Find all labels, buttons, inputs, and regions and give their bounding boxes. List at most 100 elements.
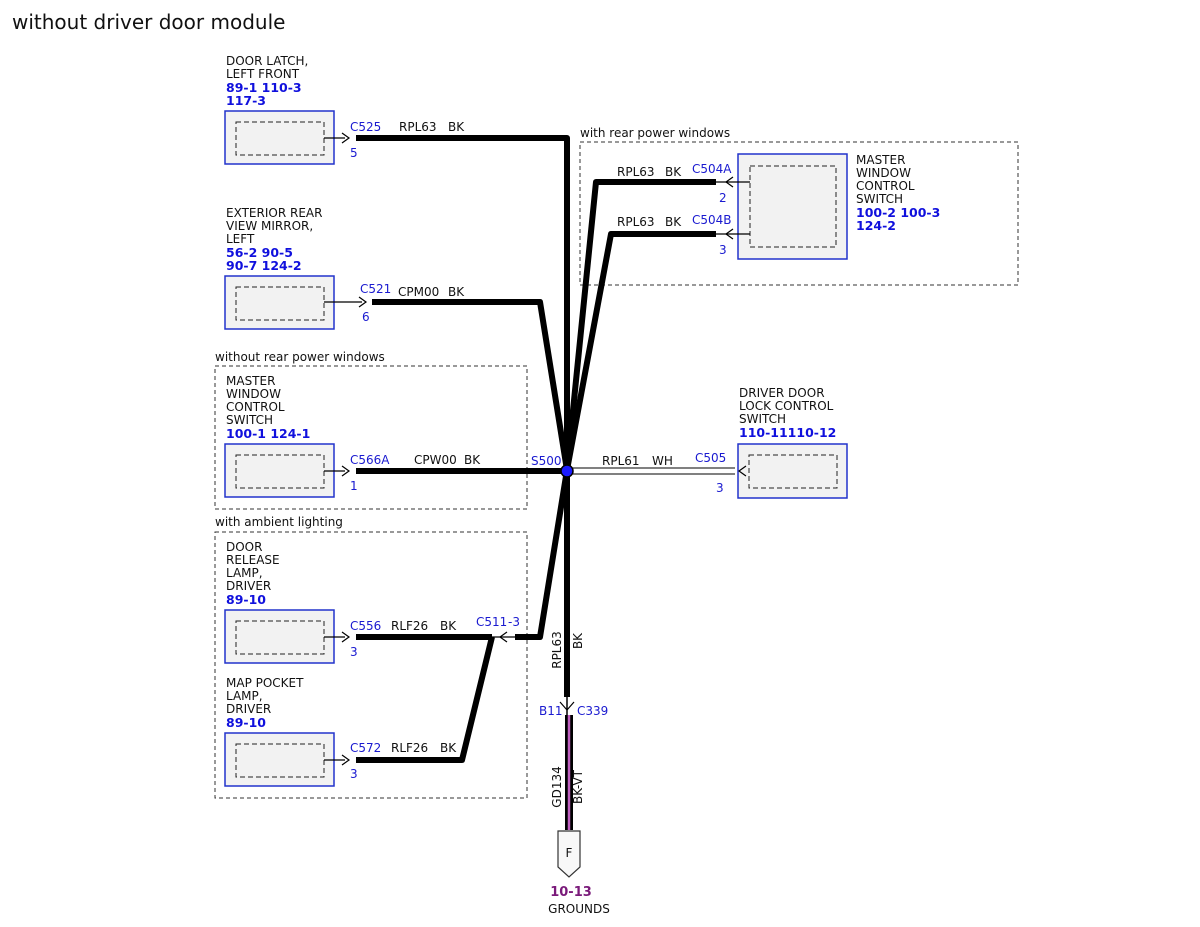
wires bbox=[356, 135, 735, 830]
wire-ground-color: BK-VT bbox=[571, 769, 585, 804]
mwcs-rear-inner bbox=[749, 165, 837, 248]
door-lock-inner bbox=[748, 454, 838, 489]
wire-c504b bbox=[564, 231, 716, 471]
c525-pin: 5 bbox=[350, 146, 358, 160]
wire-c505-circuit: RPL61 bbox=[602, 454, 640, 468]
c556-pin-mark bbox=[341, 631, 351, 643]
c505-label: C505 bbox=[695, 451, 726, 465]
door-lock-line-3: SWITCH bbox=[739, 412, 786, 426]
wire-c521-circuit: CPM00 bbox=[398, 285, 439, 299]
mirror-line-3: LEFT bbox=[226, 232, 255, 246]
c511-connector: C511 -3 bbox=[476, 615, 520, 643]
c572-pin-mark bbox=[341, 754, 351, 766]
splice-s500 bbox=[560, 464, 574, 478]
c504a-pin-mark bbox=[724, 176, 734, 188]
wire-c505-color: WH bbox=[652, 454, 673, 468]
group-box-no-rear-power bbox=[214, 365, 528, 510]
mirror-ref-2: 90-7 124-2 bbox=[226, 258, 302, 273]
component-map-pocket-lamp: MAP POCKET LAMP, DRIVER 89-10 C572 3 RLF… bbox=[224, 676, 457, 787]
c521-pin: 6 bbox=[362, 310, 370, 324]
c521-label: C521 bbox=[360, 282, 391, 296]
c511-pin: -3 bbox=[508, 615, 520, 629]
component-mwcs-rear: MASTER WINDOW CONTROL SWITCH 100-2 100-3… bbox=[617, 153, 940, 260]
c521-pin-mark bbox=[358, 296, 368, 308]
ground-symbol bbox=[557, 830, 581, 878]
mwcs-rear-ref-1: 100-2 100-3 bbox=[856, 205, 940, 220]
mwcs-rear-box bbox=[737, 153, 848, 260]
wire-c504a-circuit: RPL63 bbox=[617, 165, 655, 179]
mirror-inner bbox=[235, 286, 325, 321]
mwcs-no-rear-ref-1: 100-1 124-1 bbox=[226, 426, 310, 441]
door-lock-box bbox=[737, 443, 848, 499]
mwcs-no-rear-box bbox=[224, 443, 335, 498]
c339-pin: B11 bbox=[539, 704, 563, 718]
door-release-line-1: DOOR bbox=[226, 540, 262, 554]
wire-c504b-circuit: RPL63 bbox=[617, 215, 655, 229]
component-door-latch: DOOR LATCH, LEFT FRONT 89-1 110-3 117-3 … bbox=[224, 54, 465, 165]
door-latch-line-1: DOOR LATCH, bbox=[226, 54, 308, 68]
wire-c525-color: BK bbox=[448, 120, 465, 134]
ground-ref: 10-13 bbox=[550, 885, 592, 900]
mirror-line-1: EXTERIOR REAR bbox=[226, 206, 322, 220]
c504a-label: C504A bbox=[692, 162, 732, 176]
door-latch-ref-2: 117-3 bbox=[226, 93, 266, 108]
group-box-rear-power bbox=[579, 141, 1019, 286]
ground-letter: F bbox=[566, 846, 573, 860]
c504b-pin-mark bbox=[724, 228, 734, 240]
door-lock-line-2: LOCK CONTROL bbox=[739, 399, 834, 413]
component-door-lock-switch: DRIVER DOOR LOCK CONTROL SWITCH 110-1111… bbox=[602, 386, 848, 499]
mwcs-rear-line-2: WINDOW bbox=[856, 166, 911, 180]
wire-c556-circuit: RLF26 bbox=[391, 619, 428, 633]
component-door-release-lamp: DOOR RELEASE LAMP, DRIVER 89-10 C556 3 R… bbox=[224, 540, 457, 664]
c566a-label: C566A bbox=[350, 453, 390, 467]
mirror-line-2: VIEW MIRROR, bbox=[226, 219, 313, 233]
ground-label: GROUNDS bbox=[548, 902, 610, 916]
c511-label: C511 bbox=[476, 615, 507, 629]
map-pocket-ref-1: 89-10 bbox=[226, 715, 266, 730]
door-lock-line-1: DRIVER DOOR bbox=[739, 386, 825, 400]
wire-c521 bbox=[372, 299, 570, 471]
wire-c521-color: BK bbox=[448, 285, 465, 299]
c505-pin-mark bbox=[737, 465, 747, 477]
mwcs-rear-line-4: SWITCH bbox=[856, 192, 903, 206]
wire-c572-circuit: RLF26 bbox=[391, 741, 428, 755]
c566a-pin-mark bbox=[341, 465, 351, 477]
component-mirror: EXTERIOR REAR VIEW MIRROR, LEFT 56-2 90-… bbox=[224, 206, 465, 330]
group-label-ambient: with ambient lighting bbox=[215, 515, 343, 529]
mwcs-no-rear-line-2: WINDOW bbox=[226, 387, 281, 401]
c504b-label: C504B bbox=[692, 213, 732, 227]
c505-pin: 3 bbox=[716, 481, 724, 495]
wire-c504a-color: BK bbox=[665, 165, 682, 179]
c572-label: C572 bbox=[350, 741, 381, 755]
wire-c566a-color: BK bbox=[464, 453, 481, 467]
mwcs-rear-line-3: CONTROL bbox=[856, 179, 915, 193]
map-pocket-line-1: MAP POCKET bbox=[226, 676, 304, 690]
c566a-pin: 1 bbox=[350, 479, 358, 493]
c556-label: C556 bbox=[350, 619, 381, 633]
map-pocket-line-3: DRIVER bbox=[226, 702, 271, 716]
mwcs-rear-ref-2: 124-2 bbox=[856, 218, 896, 233]
door-release-ref-1: 89-10 bbox=[226, 592, 266, 607]
door-release-box bbox=[224, 609, 335, 664]
door-latch-line-2: LEFT FRONT bbox=[226, 67, 300, 81]
group-label-no-rear-power: without rear power windows bbox=[215, 350, 385, 364]
component-mwcs-no-rear: MASTER WINDOW CONTROL SWITCH 100-1 124-1… bbox=[224, 374, 481, 498]
door-release-line-3: LAMP, bbox=[226, 566, 263, 580]
splice-s500-label: S500 bbox=[531, 454, 562, 468]
door-release-line-4: DRIVER bbox=[226, 579, 271, 593]
c339-pin-mark bbox=[559, 701, 575, 711]
mirror-ref-1: 56-2 90-5 bbox=[226, 245, 293, 260]
c525-pin-mark bbox=[341, 132, 351, 144]
door-lock-ref-1: 110-11110-12 bbox=[739, 425, 836, 440]
wire-down-circuit: RPL63 bbox=[550, 631, 564, 669]
wire-c572-color: BK bbox=[440, 741, 457, 755]
group-box-ambient bbox=[214, 531, 528, 799]
mwcs-rear-line-1: MASTER bbox=[856, 153, 905, 167]
group-label-rear-power: with rear power windows bbox=[580, 126, 730, 140]
wire-c525-circuit: RPL63 bbox=[399, 120, 437, 134]
wire-c511 bbox=[515, 469, 570, 640]
map-pocket-line-2: LAMP, bbox=[226, 689, 263, 703]
page-title: without driver door module bbox=[12, 10, 285, 34]
c504a-pin: 2 bbox=[719, 191, 727, 205]
